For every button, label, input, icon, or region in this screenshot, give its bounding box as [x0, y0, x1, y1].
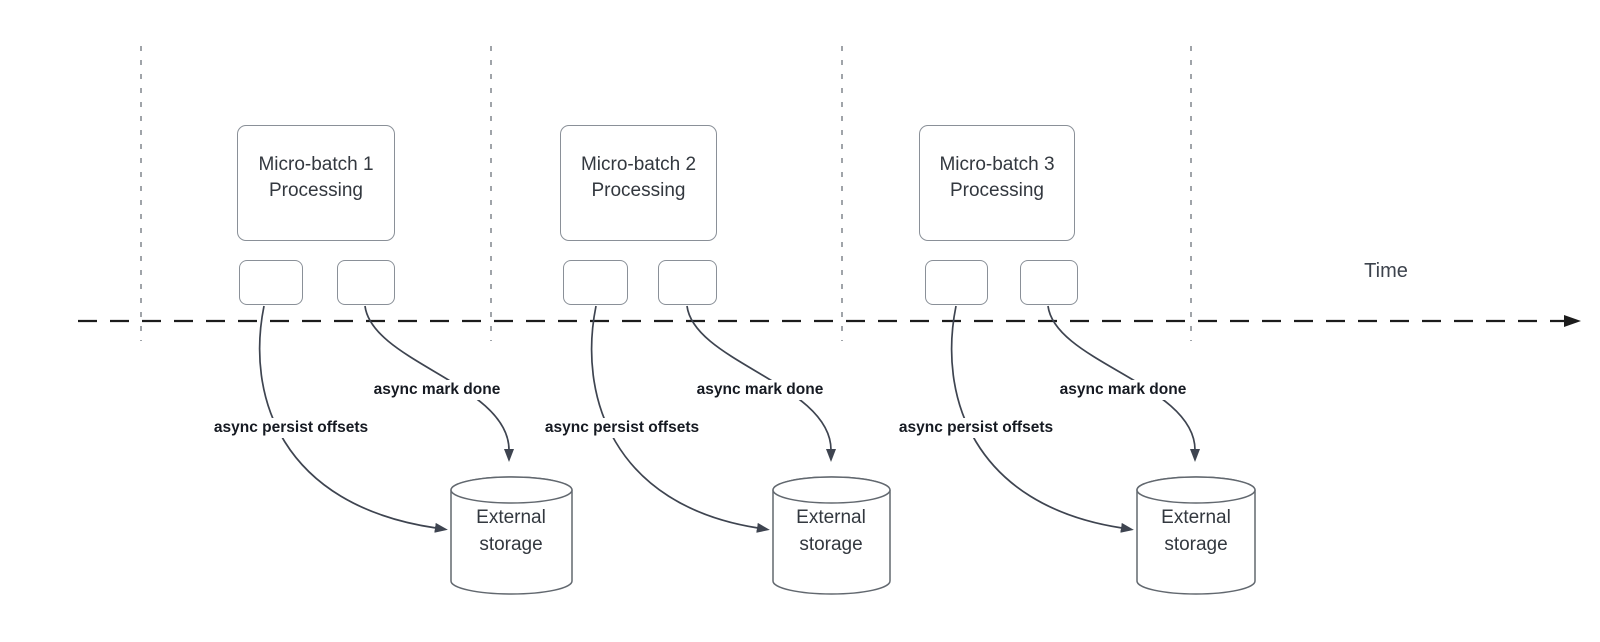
mark-done-label-3: async mark done: [1055, 380, 1191, 400]
persist-offsets-label-3: async persist offsets: [894, 418, 1058, 438]
mark-done-arrow-1: [364, 305, 514, 462]
time-axis-label: Time: [1364, 260, 1408, 282]
mark-done-task-node-3: [1020, 260, 1078, 305]
mark-done-label-1: async mark done: [369, 380, 505, 400]
persist-offsets-arrow-3: [950, 305, 1134, 533]
micro-batch-2-box: Micro-batch 2 Processing: [560, 125, 717, 241]
persist-offsets-arrow-1: [258, 305, 448, 533]
micro-batch-1-box: Micro-batch 1 Processing: [237, 125, 395, 241]
external-storage-label-1: External storage: [476, 507, 546, 555]
mark-done-label-2: async mark done: [692, 380, 828, 400]
persist-offsets-task-node-1: [239, 260, 303, 305]
external-storage-label-3: External storage: [1161, 507, 1231, 555]
mark-done-task-node-2: [658, 260, 717, 305]
mark-done-arrow-3: [1047, 305, 1200, 462]
persist-offsets-task-node-3: [925, 260, 988, 305]
external-storage-cylinder-1: [450, 476, 573, 595]
persist-offsets-label-1: async persist offsets: [209, 418, 373, 438]
external-storage-cylinder-2: [772, 476, 891, 595]
mark-done-arrow-2: [686, 305, 836, 462]
mark-done-task-node-1: [337, 260, 395, 305]
persist-offsets-task-node-2: [563, 260, 628, 305]
persist-offsets-arrow-2: [590, 305, 770, 533]
external-storage-cylinder-3: [1136, 476, 1256, 595]
external-storage-label-2: External storage: [796, 507, 866, 555]
micro-batch-3-box: Micro-batch 3 Processing: [919, 125, 1075, 241]
persist-offsets-label-2: async persist offsets: [540, 418, 704, 438]
